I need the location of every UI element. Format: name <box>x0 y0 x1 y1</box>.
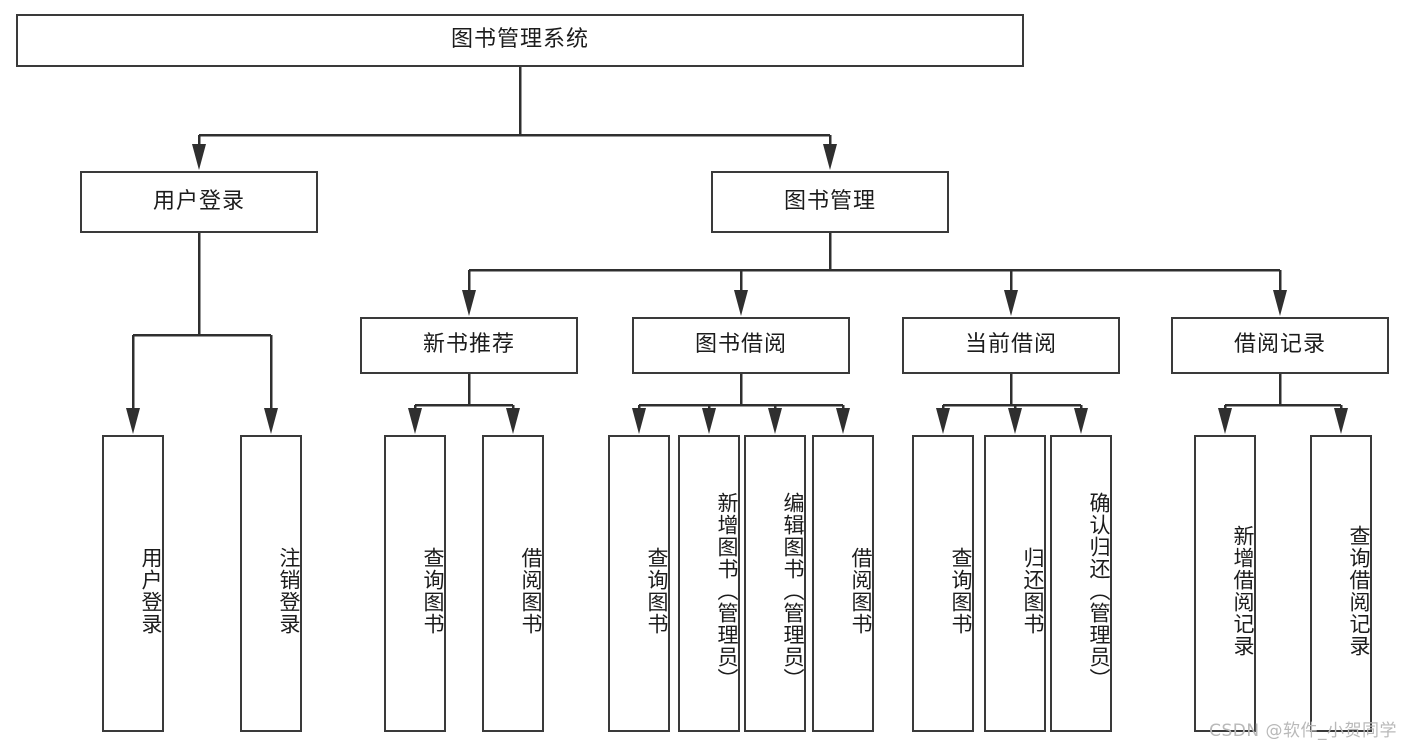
node-label: 图书管理 <box>783 188 876 214</box>
node-label: 借阅图书 <box>849 546 873 635</box>
node-leaf-leaf_query_book_2: 查询图书 <box>608 435 670 732</box>
node-root-图书管理系统: 图书管理系统 <box>16 14 1024 67</box>
edge-arrowhead <box>408 408 422 434</box>
node-level2-borrow_record: 借阅记录 <box>1171 317 1389 374</box>
edge-arrowhead <box>836 408 850 434</box>
node-label: 确认归还（管理员） <box>1087 491 1111 690</box>
node-leaf-leaf_borrow_book_1: 借阅图书 <box>482 435 544 732</box>
node-label: 查询图书 <box>949 546 973 635</box>
node-label: 用户登录 <box>152 188 245 214</box>
node-leaf-leaf_return_book: 归还图书 <box>984 435 1046 732</box>
edge-arrowhead <box>1218 408 1232 434</box>
edge-arrowhead <box>506 408 520 434</box>
edge-arrowhead <box>1004 290 1018 316</box>
node-leaf-leaf_user_login: 用户登录 <box>102 435 164 732</box>
edge-arrowhead <box>264 408 278 434</box>
node-label: 借阅记录 <box>1233 332 1326 358</box>
node-label: 图书借阅 <box>694 332 787 358</box>
node-label: 图书管理系统 <box>450 27 589 53</box>
csdn-watermark: CSDN @软件_小贺同学 <box>1209 721 1397 741</box>
node-label: 查询图书 <box>645 546 669 635</box>
node-leaf-leaf_query_record: 查询借阅记录 <box>1310 435 1372 732</box>
node-label: 新增借阅记录 <box>1231 524 1255 657</box>
edge-arrowhead <box>768 408 782 434</box>
node-label: 新书推荐 <box>422 332 515 358</box>
node-level2-book_borrow: 图书借阅 <box>632 317 850 374</box>
node-level2-new_book_rec: 新书推荐 <box>360 317 578 374</box>
node-leaf-leaf_logout: 注销登录 <box>240 435 302 732</box>
node-leaf-leaf_edit_book: 编辑图书（管理员） <box>744 435 806 732</box>
node-leaf-leaf_add_record: 新增借阅记录 <box>1194 435 1256 732</box>
node-leaf-leaf_query_book_1: 查询图书 <box>384 435 446 732</box>
edge-arrowhead <box>702 408 716 434</box>
edge-arrowhead <box>192 144 206 170</box>
edge-arrowhead <box>936 408 950 434</box>
node-level2-current_borrow: 当前借阅 <box>902 317 1120 374</box>
edge-arrowhead <box>823 144 837 170</box>
edge-arrowhead <box>734 290 748 316</box>
edge-arrowhead <box>462 290 476 316</box>
node-level1-user_login: 用户登录 <box>80 171 318 233</box>
edge-arrowhead <box>632 408 646 434</box>
node-label: 当前借阅 <box>964 332 1057 358</box>
edge-arrowhead <box>1008 408 1022 434</box>
node-level1-book_mgmt: 图书管理 <box>711 171 949 233</box>
edge-arrowhead <box>1273 290 1287 316</box>
node-label: 新增图书（管理员） <box>715 491 739 690</box>
node-label: 查询图书 <box>421 546 445 635</box>
node-leaf-leaf_query_book_3: 查询图书 <box>912 435 974 732</box>
node-label: 归还图书 <box>1021 546 1045 635</box>
node-label: 编辑图书（管理员） <box>781 491 805 690</box>
edge-arrowhead <box>126 408 140 434</box>
node-leaf-leaf_borrow_book_2: 借阅图书 <box>812 435 874 732</box>
node-label: 用户登录 <box>139 546 163 635</box>
node-label: 借阅图书 <box>519 546 543 635</box>
node-leaf-leaf_add_book: 新增图书（管理员） <box>678 435 740 732</box>
node-label: 注销登录 <box>277 546 301 635</box>
node-leaf-leaf_confirm_return: 确认归还（管理员） <box>1050 435 1112 732</box>
edge-arrowhead <box>1074 408 1088 434</box>
node-label: 查询借阅记录 <box>1347 524 1371 657</box>
edge-arrowhead <box>1334 408 1348 434</box>
